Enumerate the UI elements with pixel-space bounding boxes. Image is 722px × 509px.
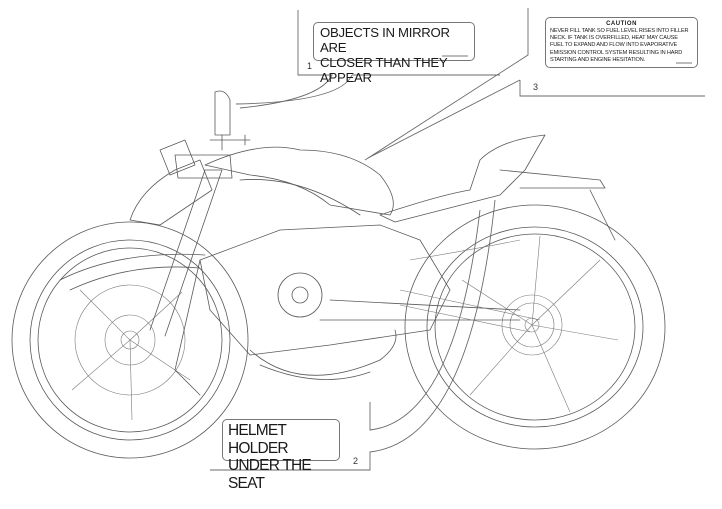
decal-fuel-caution: CAUTION NEVER FILL TANK SO FUEL LEVEL RI… [545,17,698,68]
callout-number-2: 2 [353,456,359,466]
front-wheel [11,221,249,459]
decal-caution-line-5: STARTING AND ENGINE HESITATION. [550,56,646,63]
seat-tail [379,134,616,241]
decal-caution-line-4: EMISSION CONTROL SYSTEM RESULTING IN HAR… [550,49,683,56]
decal-helmet-holder: HELMET HOLDER UNDER THE SEAT [222,419,340,492]
decal-helmet-line-2: UNDER THE SEAT [228,457,312,492]
callout-number-1: 1 [307,61,313,71]
engine [174,224,521,396]
decal-part-code [442,55,468,57]
callout-3-leader [364,8,705,161]
callout-2-leader [210,199,496,471]
decal-mirror-warning: OBJECTS IN MIRROR ARE CLOSER THAN THEY A… [313,22,475,85]
fuel-tank [204,146,394,216]
front-fairing [129,90,251,226]
rear-wheel [404,204,666,450]
decal-helmet-line-1: HELMET HOLDER [228,422,289,457]
front-fork [59,154,233,337]
decal-part-code [676,62,692,64]
callout-number-3: 3 [533,82,539,92]
decal-caution-line-3: FUEL TO EXPAND AND FLOW INTO EVAPORATIVE [550,42,678,49]
decal-caution-line-1: NEVER FILL TANK SO FUEL LEVEL RISES INTO… [550,28,689,34]
callout-1-leader [235,10,500,109]
swingarm [399,239,541,333]
decal-caution-heading: CAUTION [606,21,637,27]
decal-caution-line-2: NECK. IF TANK IS OVERFILLED, HEAT MAY CA… [550,35,678,42]
decal-mirror-line-1: OBJECTS IN MIRROR ARE [320,25,450,55]
decal-mirror-line-2: CLOSER THAN THEY APPEAR [320,55,448,85]
